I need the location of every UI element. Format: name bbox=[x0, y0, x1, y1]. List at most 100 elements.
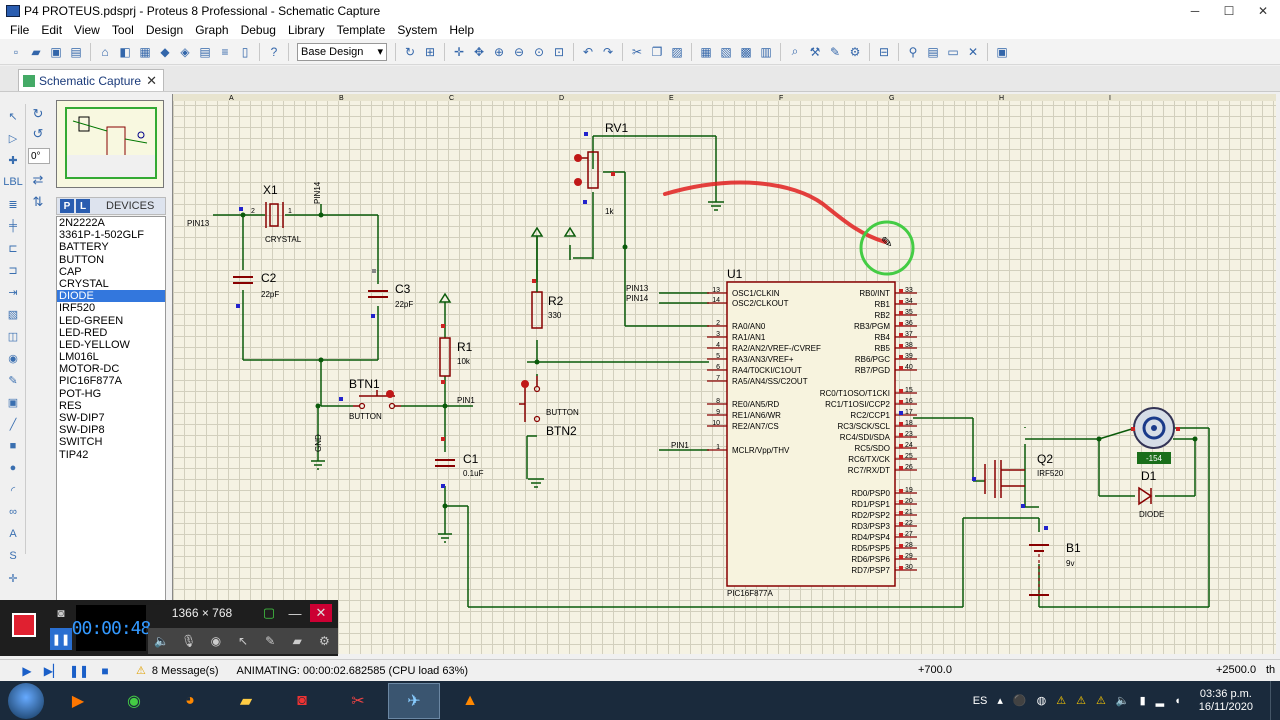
path-icon[interactable]: ∞ bbox=[9, 506, 17, 518]
stop-button[interactable]: ■ bbox=[101, 663, 109, 678]
pick-devices-button[interactable]: P bbox=[60, 199, 74, 213]
device-item[interactable]: 3361P-1-502GLF bbox=[59, 229, 144, 242]
grid-toggle-icon[interactable]: ⊞ bbox=[424, 44, 436, 59]
refresh-icon[interactable]: ↻ bbox=[404, 44, 416, 59]
tray-app-icon[interactable]: ◍ bbox=[1036, 695, 1047, 707]
tape-recorder-icon[interactable]: ◫ bbox=[7, 330, 19, 343]
instruments-icon[interactable]: ▣ bbox=[7, 396, 19, 409]
zoom-in-icon[interactable]: ⊕ bbox=[493, 44, 505, 59]
wire-autorouter-icon[interactable]: ⊟ bbox=[878, 44, 890, 59]
wire-label-icon[interactable]: LBL bbox=[3, 176, 23, 188]
home-icon[interactable]: ⌂ bbox=[101, 44, 109, 59]
close-project-icon[interactable]: ▤ bbox=[70, 44, 82, 59]
mirror-horizontal-icon[interactable]: ⇄ bbox=[32, 172, 44, 187]
marker-icon[interactable]: ✛ bbox=[8, 572, 18, 585]
design-select[interactable]: Base Design ▾ bbox=[297, 42, 387, 61]
device-item[interactable]: SWITCH bbox=[59, 436, 103, 449]
firefox-icon[interactable]: ◕ bbox=[185, 691, 195, 709]
tray-arrow-icon[interactable]: ▴ bbox=[997, 695, 1003, 707]
package-tool-icon[interactable]: ✎ bbox=[829, 44, 841, 59]
capacitor-c2[interactable]: C2 22pF bbox=[233, 271, 279, 299]
copy-icon[interactable]: ❐ bbox=[651, 44, 663, 59]
menu-library[interactable]: Library bbox=[287, 23, 325, 37]
text-icon[interactable]: A bbox=[9, 528, 17, 540]
pen-icon[interactable]: ✎ bbox=[265, 634, 276, 648]
new-sheet-icon[interactable]: ▭ bbox=[947, 44, 959, 59]
block-rotate-icon[interactable]: ▩ bbox=[740, 44, 752, 59]
crystal-x1[interactable]: X1 CRYSTAL 2 1 bbox=[251, 183, 302, 244]
schematic-icon[interactable]: ◧ bbox=[119, 44, 131, 59]
microphone-icon[interactable]: 🎙 bbox=[181, 634, 197, 648]
cursor-icon[interactable]: ↖ bbox=[237, 634, 249, 648]
remove-sheet-icon[interactable]: ✕ bbox=[967, 44, 979, 59]
notes-icon[interactable]: ▯ bbox=[241, 44, 249, 59]
pause-sim-button[interactable]: ❚❚ bbox=[68, 663, 90, 678]
minimize-icon[interactable]: — bbox=[288, 605, 302, 621]
search-tag-icon[interactable]: ⚲ bbox=[908, 44, 918, 59]
property-assign-icon[interactable]: ▤ bbox=[927, 44, 939, 59]
menu-tool[interactable]: Tool bbox=[111, 23, 134, 37]
button-btn2[interactable]: BUTTON BTN2 bbox=[519, 376, 579, 438]
device-item[interactable]: LM016L bbox=[59, 351, 99, 364]
pan-icon[interactable]: ✥ bbox=[473, 44, 485, 59]
warning-tray-icon[interactable]: ⚠ bbox=[1056, 695, 1067, 707]
menu-help[interactable]: Help bbox=[449, 23, 475, 37]
settings-gear-icon[interactable]: ⚙ bbox=[319, 634, 330, 648]
device-item[interactable]: CRYSTAL bbox=[59, 277, 109, 290]
close-button[interactable]: ✕ bbox=[1257, 3, 1269, 18]
warning-tray-icon[interactable]: ⚠ bbox=[1095, 695, 1106, 707]
menu-graph[interactable]: Graph bbox=[195, 23, 229, 37]
camera-icon[interactable]: ◙ bbox=[57, 606, 65, 620]
menu-template[interactable]: Template bbox=[336, 23, 386, 37]
zoom-out-icon[interactable]: ⊖ bbox=[513, 44, 525, 59]
snipping-tool-icon[interactable]: ✂ bbox=[351, 692, 365, 710]
rotate-cw-icon[interactable]: ↻ bbox=[32, 106, 44, 121]
speaker-tray-icon[interactable]: 🔈 bbox=[1115, 695, 1130, 707]
media-app-icon[interactable]: ▶ bbox=[71, 692, 85, 710]
diode-d1[interactable]: D1 DIODE bbox=[1138, 469, 1164, 519]
block-copy-icon[interactable]: ▦ bbox=[700, 44, 712, 59]
mosfet-q2[interactable]: Q2 IRF520 bbox=[984, 452, 1064, 498]
region-icon[interactable]: ▢ bbox=[262, 605, 276, 620]
maximize-button[interactable]: ☐ bbox=[1223, 3, 1235, 18]
library-manager-button[interactable]: L bbox=[76, 199, 90, 213]
mirror-vertical-icon[interactable]: ⇅ bbox=[32, 194, 44, 209]
decompose-icon[interactable]: ⚙ bbox=[849, 44, 861, 59]
start-button[interactable] bbox=[8, 682, 44, 719]
rotate-ccw-icon[interactable]: ↺ bbox=[32, 126, 44, 141]
schematic-canvas[interactable]: A B C D E F G H I bbox=[172, 94, 1276, 654]
buses-icon[interactable]: ╪ bbox=[9, 220, 17, 232]
webcam-icon[interactable]: ◉ bbox=[210, 634, 222, 648]
rotation-angle[interactable]: 0° bbox=[28, 148, 50, 164]
device-item[interactable]: IRF520 bbox=[59, 302, 96, 315]
pick-device-icon[interactable]: ⌕ bbox=[791, 44, 799, 58]
device-item[interactable]: POT-HG bbox=[59, 387, 102, 400]
save-icon[interactable]: ▣ bbox=[50, 44, 62, 59]
generator-icon[interactable]: ◉ bbox=[8, 352, 18, 365]
paste-icon[interactable]: ▨ bbox=[671, 44, 683, 59]
cut-icon[interactable]: ✂ bbox=[631, 44, 643, 59]
menu-view[interactable]: View bbox=[74, 23, 100, 37]
menu-system[interactable]: System bbox=[397, 23, 438, 37]
arc-icon[interactable]: ◜ bbox=[10, 484, 16, 497]
line-icon[interactable]: ╱ bbox=[9, 418, 17, 431]
minimize-button[interactable]: ─ bbox=[1190, 3, 1200, 18]
record-button[interactable] bbox=[12, 613, 36, 637]
resistor-r1[interactable]: R1 10k bbox=[438, 292, 473, 377]
language-indicator[interactable]: ES bbox=[972, 694, 988, 707]
device-item[interactable]: SW-DIP7 bbox=[59, 412, 105, 424]
circle-icon[interactable]: ● bbox=[9, 462, 17, 474]
proteus-taskbar-icon[interactable]: ✈ bbox=[388, 682, 440, 719]
help-icon[interactable]: ? bbox=[270, 44, 278, 59]
system-clock[interactable]: 03:36 p.m. 16/11/2020 bbox=[1194, 688, 1258, 714]
block-move-icon[interactable]: ▧ bbox=[720, 44, 732, 59]
box-icon[interactable]: ■ bbox=[9, 440, 17, 452]
volume-tray-icon[interactable]: ◖ bbox=[1174, 694, 1181, 707]
menu-edit[interactable]: Edit bbox=[41, 23, 63, 37]
3d-icon[interactable]: ◈ bbox=[180, 44, 190, 59]
device-item[interactable]: LED-GREEN bbox=[59, 314, 124, 327]
screen-recorder-icon[interactable]: ◙ bbox=[297, 691, 307, 709]
chrome-icon[interactable]: ◉ bbox=[127, 692, 141, 710]
component-mode-icon[interactable]: ▷ bbox=[8, 132, 18, 145]
